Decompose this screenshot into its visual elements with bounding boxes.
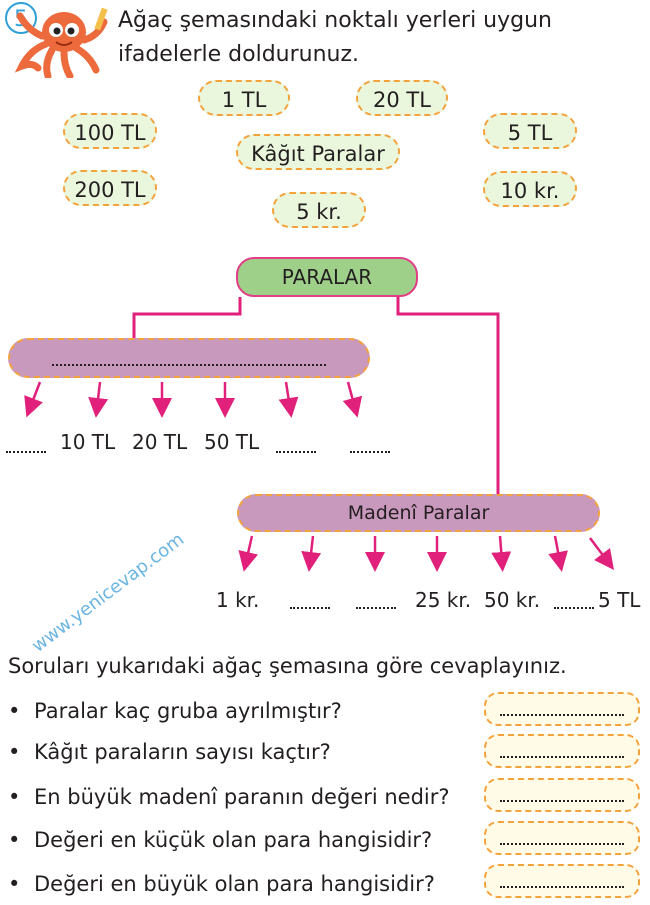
bullet: • xyxy=(8,828,21,852)
paper-arrow-6 xyxy=(342,381,363,418)
coin-arrow-7 xyxy=(589,537,614,570)
subquestion-5: • Değeri en büyük olan para hangisidir? xyxy=(8,870,435,898)
coin-leaf-blank-2[interactable] xyxy=(290,607,330,609)
subquestions-heading: Soruları yukarıdaki ağaç şemasına göre c… xyxy=(8,654,567,678)
word-chip-5-tl[interactable]: 5 TL xyxy=(483,113,577,149)
bullet: • xyxy=(8,699,21,723)
coin-arrow-1 xyxy=(238,535,258,572)
paper-leaf-50-tl: 50 TL xyxy=(204,430,260,454)
coin-arrow-2 xyxy=(301,535,322,572)
coin-leaf-50-kr: 50 kr. xyxy=(484,588,541,612)
subquestion-3: • En büyük madenî paranın değeri nedir? xyxy=(8,783,450,811)
paper-leaf-20-tl: 20 TL xyxy=(132,430,188,454)
answer-line-4 xyxy=(500,843,624,845)
tree-root-paralar: PARALAR xyxy=(236,257,418,297)
word-chip-20-tl[interactable]: 20 TL xyxy=(356,80,448,116)
paper-arrow-1 xyxy=(24,381,43,418)
answer-line-3 xyxy=(500,800,624,802)
paper-branch-blank-line xyxy=(52,364,326,366)
instruction-line-1: Ağaç şemasındaki noktalı yerleri uygun xyxy=(118,8,552,33)
answer-box-3[interactable] xyxy=(484,778,640,812)
subquestion-1-text: Paralar kaç gruba ayrılmıştır? xyxy=(34,699,342,723)
paper-leaf-blank-1[interactable] xyxy=(6,451,46,453)
paper-leaf-10-tl: 10 TL xyxy=(60,430,116,454)
subquestion-4: • Değeri en küçük olan para hangisidir? xyxy=(8,826,432,854)
paper-arrow-5 xyxy=(278,381,299,418)
coin-leaf-1-kr: 1 kr. xyxy=(216,588,260,612)
answer-box-1[interactable] xyxy=(484,692,640,726)
connector-root-to-coins xyxy=(396,297,500,494)
coin-branch-madeni-paralar: Madenî Paralar xyxy=(237,494,600,532)
subquestion-5-text: Değeri en büyük olan para hangisidir? xyxy=(34,872,435,896)
coin-arrow-6 xyxy=(548,535,568,572)
answer-box-5[interactable] xyxy=(484,864,640,898)
bullet: • xyxy=(8,740,21,764)
subquestion-1: • Paralar kaç gruba ayrılmıştır? xyxy=(8,697,342,725)
subquestion-2-text: Kâğıt paraların sayısı kaçtır? xyxy=(34,740,331,764)
answer-box-2[interactable] xyxy=(484,734,640,768)
subquestion-2: • Kâğıt paraların sayısı kaçtır? xyxy=(8,738,331,766)
answer-box-4[interactable] xyxy=(484,821,640,855)
answer-line-1 xyxy=(500,714,624,716)
word-chip-5-kr[interactable]: 5 kr. xyxy=(272,192,366,228)
word-chip-1-tl[interactable]: 1 TL xyxy=(198,80,290,116)
connector-root-to-paper xyxy=(132,297,242,338)
paper-branch-fill-blank[interactable] xyxy=(8,338,370,378)
subquestion-3-text: En büyük madenî paranın değeri nedir? xyxy=(34,785,450,809)
bullet: • xyxy=(8,872,21,896)
coin-leaf-5-tl: 5 TL xyxy=(598,588,641,612)
paper-arrow-2 xyxy=(88,381,109,418)
octopus-mascot-icon xyxy=(14,7,108,78)
coin-leaf-25-kr: 25 kr. xyxy=(415,588,472,612)
instruction-text: Ağaç şemasındaki noktalı yerleri uygun i… xyxy=(118,4,552,72)
instruction-line-2: ifadelerle doldurunuz. xyxy=(118,42,360,67)
answer-line-2 xyxy=(500,756,624,758)
paper-leaf-blank-6[interactable] xyxy=(350,451,390,453)
word-chip-100-tl[interactable]: 100 TL xyxy=(63,113,157,149)
bullet: • xyxy=(8,785,21,809)
coin-leaf-blank-6[interactable] xyxy=(554,607,594,609)
word-chip-10-kr[interactable]: 10 kr. xyxy=(483,171,577,207)
coin-leaf-blank-3[interactable] xyxy=(356,607,396,609)
coin-arrow-5 xyxy=(491,535,512,572)
word-chip-200-tl[interactable]: 200 TL xyxy=(63,170,157,206)
subquestion-4-text: Değeri en küçük olan para hangisidir? xyxy=(34,828,433,852)
word-chip-kagit-paralar[interactable]: Kâğıt Paralar xyxy=(236,134,400,170)
answer-line-5 xyxy=(500,886,624,888)
paper-leaf-blank-5[interactable] xyxy=(276,451,316,453)
